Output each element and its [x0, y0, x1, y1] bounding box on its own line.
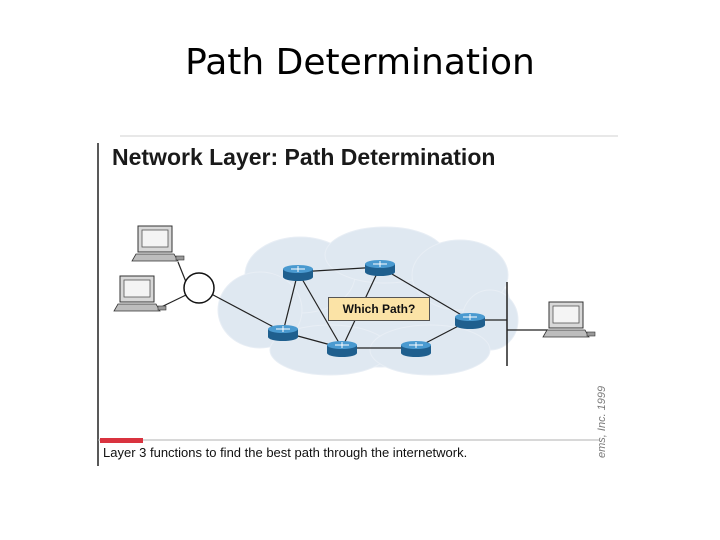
hub-icon — [183, 272, 215, 304]
copyright-text: ems, Inc. 1999 — [596, 385, 608, 458]
figure-caption: Layer 3 functions to find the best path … — [103, 445, 468, 460]
router-icon — [401, 341, 431, 357]
computer-icon — [542, 301, 596, 338]
router-icon — [455, 313, 485, 329]
link-r1-r3 — [282, 271, 299, 333]
link-r1-r4 — [297, 271, 343, 349]
computer-icon — [113, 275, 167, 312]
computer-icon — [131, 225, 185, 262]
link-hub-r3 — [199, 287, 284, 333]
figure-title: Network Layer: Path Determination — [112, 144, 496, 170]
router-icon — [327, 341, 357, 357]
router-icon — [268, 325, 298, 341]
link-pc1-hub — [177, 261, 187, 283]
router-icon — [365, 260, 395, 276]
accent-red-bar — [100, 438, 143, 443]
slide-title: Path Determination — [185, 42, 535, 83]
which-path-label: Which Path? — [328, 297, 430, 321]
router-icon — [283, 265, 313, 281]
link-r2-r6 — [379, 266, 471, 321]
